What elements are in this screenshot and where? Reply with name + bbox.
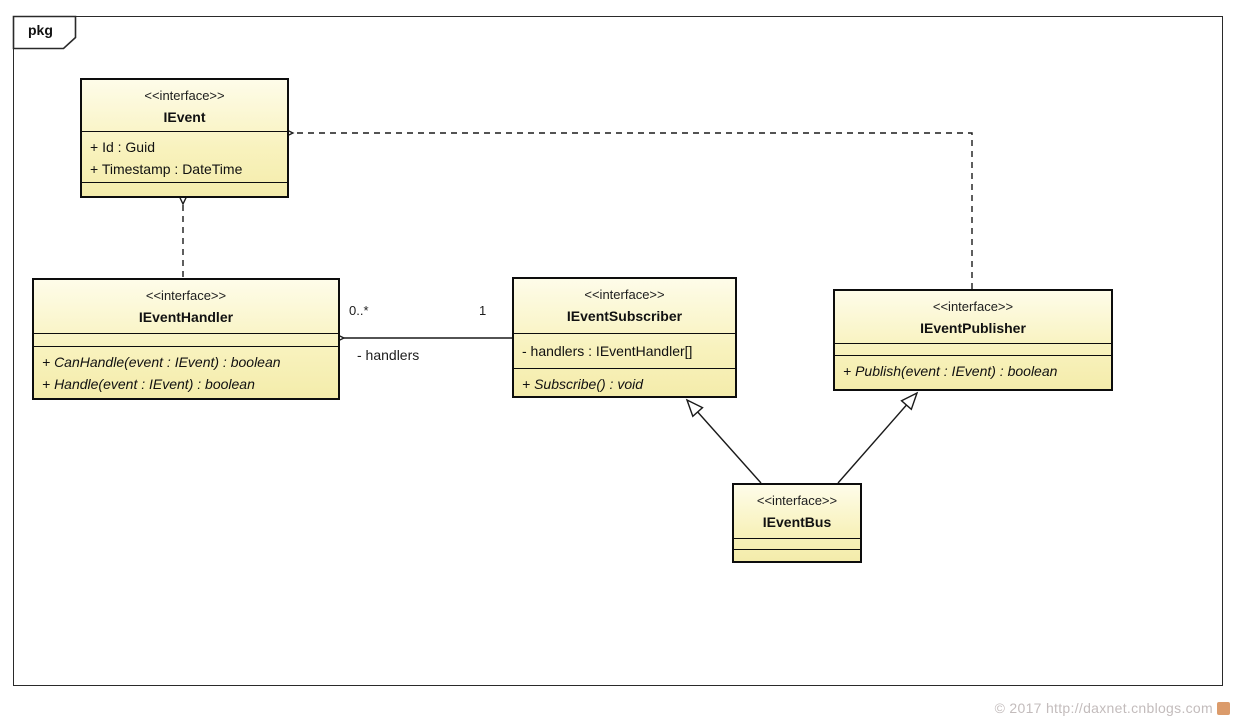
stereotype-label: <<interface>> — [932, 299, 1014, 314]
generalization-bus-to-subscriber — [685, 398, 762, 484]
class-header: <<interface>> IEventSubscriber — [514, 279, 735, 334]
package-tab — [12, 15, 77, 50]
operations-compartment: + CanHandle(event : IEvent) : boolean + … — [34, 347, 338, 398]
class-name: IEventPublisher — [920, 320, 1026, 336]
attributes-compartment: - handlers : IEventHandler[] — [514, 334, 735, 369]
watermark: © 2017 http://daxnet.cnblogs.com — [995, 700, 1230, 716]
multiplicity-subscriber-end: 1 — [479, 303, 487, 318]
class-ieventbus: <<interface>> IEventBus — [732, 483, 862, 563]
operations-compartment: + Publish(event : IEvent) : boolean — [835, 356, 1111, 389]
operation: + Handle(event : IEvent) : boolean — [42, 376, 255, 392]
watermark-text: © 2017 http://daxnet.cnblogs.com — [994, 700, 1213, 716]
class-ievent: <<interface>> IEvent + Id : Guid + Times… — [80, 78, 289, 198]
stereotype-label: <<interface>> — [756, 493, 838, 508]
association-role-label: - handlers — [357, 347, 420, 363]
operations-compartment — [82, 183, 287, 196]
operation: + CanHandle(event : IEvent) : boolean — [42, 354, 281, 370]
multiplicity-handler-end: 0..* — [349, 303, 369, 318]
class-name: IEventHandler — [138, 309, 234, 325]
class-ieventpublisher: <<interface>> IEventPublisher + Publish(… — [833, 289, 1113, 391]
class-header: <<interface>> IEvent — [82, 80, 287, 132]
stereotype-label: <<interface>> — [144, 88, 225, 103]
watermark-favicon-icon — [1217, 701, 1230, 715]
class-ieventhandler: <<interface>> IEventHandler + CanHandle(… — [32, 278, 340, 400]
class-header: <<interface>> IEventBus — [734, 485, 860, 539]
attributes-compartment — [835, 344, 1111, 356]
package-frame — [13, 16, 1223, 686]
class-header: <<interface>> IEventPublisher — [835, 291, 1111, 344]
attributes-compartment — [34, 334, 338, 347]
class-name: IEvent — [163, 109, 206, 125]
stereotype-label: <<interface>> — [145, 288, 227, 303]
operations-compartment: + Subscribe() : void — [514, 369, 735, 396]
generalization-bus-to-publisher — [837, 391, 919, 484]
dependency-publisher-to-event — [293, 133, 973, 289]
class-name: IEventBus — [762, 514, 832, 530]
class-header: <<interface>> IEventHandler — [34, 280, 338, 334]
stereotype-label: <<interface>> — [584, 287, 665, 302]
attribute: - handlers : IEventHandler[] — [522, 343, 693, 359]
operation: + Subscribe() : void — [522, 376, 643, 392]
attributes-compartment — [734, 539, 860, 550]
operation: + Publish(event : IEvent) : boolean — [843, 363, 1058, 379]
class-name: IEventSubscriber — [566, 308, 683, 324]
class-ieventsubscriber: <<interface>> IEventSubscriber - handler… — [512, 277, 737, 398]
attribute: + Timestamp : DateTime — [90, 161, 243, 177]
attributes-compartment: + Id : Guid + Timestamp : DateTime — [82, 132, 287, 183]
operations-compartment — [734, 550, 860, 561]
attribute: + Id : Guid — [90, 139, 155, 155]
package-tab-label: pkg — [28, 22, 53, 38]
